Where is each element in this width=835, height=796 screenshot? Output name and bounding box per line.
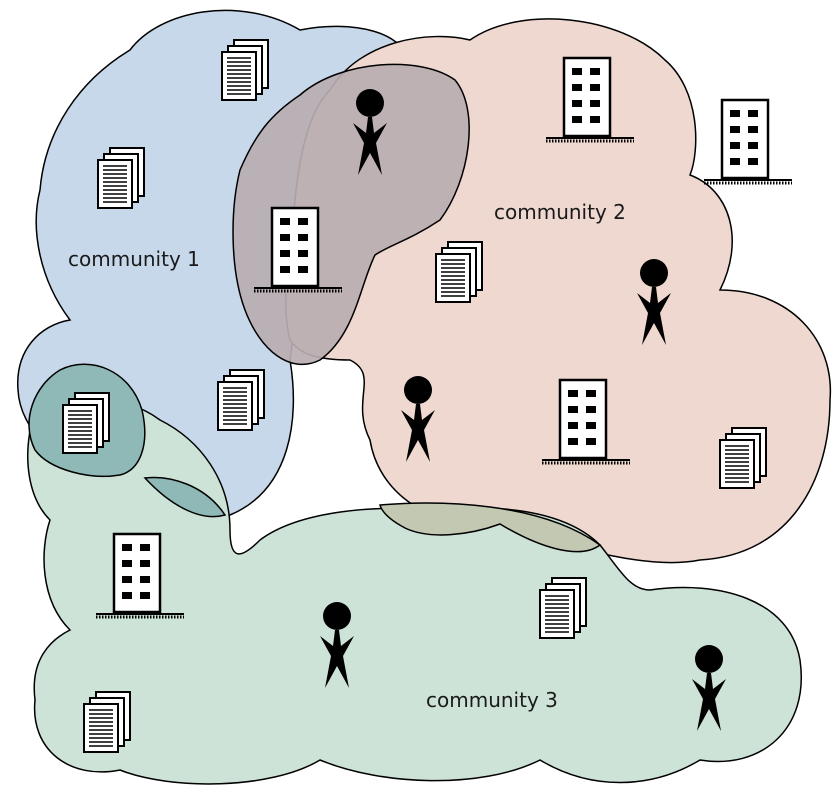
building-icon <box>702 98 794 185</box>
community-2-label: community 2 <box>494 200 626 224</box>
overlap-community-1-3-small <box>143 476 227 518</box>
community-3-region <box>27 397 802 785</box>
document-icon <box>221 39 269 101</box>
document-icon <box>83 691 131 753</box>
document-icon <box>97 147 145 209</box>
document-icon <box>62 392 110 454</box>
community-1-label: community 1 <box>68 247 200 271</box>
document-icon <box>217 369 265 431</box>
document-icon <box>435 241 483 303</box>
overlap-community-1-2 <box>232 63 470 366</box>
document-icon <box>539 577 587 639</box>
overlap-community-2-3 <box>379 502 602 553</box>
document-icon <box>719 427 767 489</box>
community-3-label: community 3 <box>426 688 558 712</box>
